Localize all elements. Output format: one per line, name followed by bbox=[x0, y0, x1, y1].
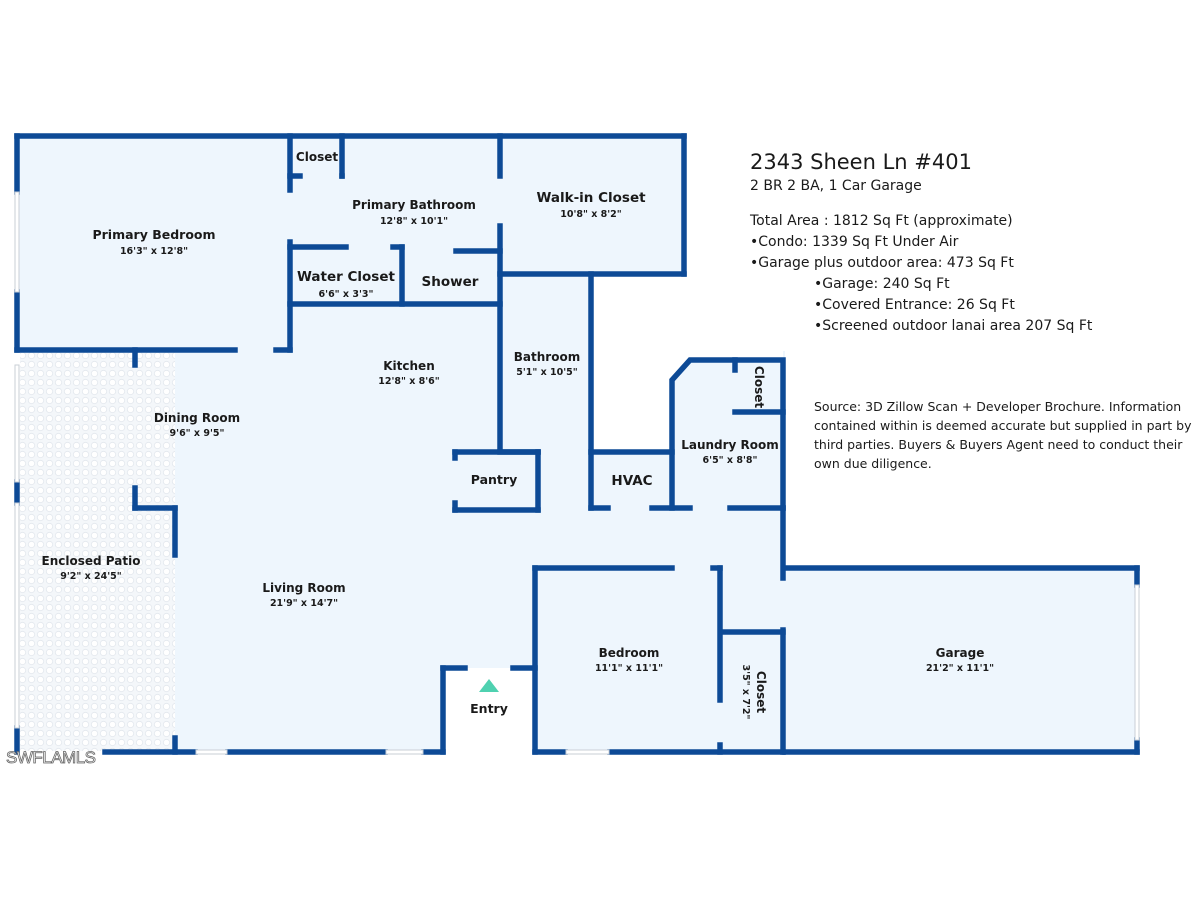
property-address: 2343 Sheen Ln #401 bbox=[750, 150, 972, 174]
room-dining-room: Dining Room 9'6" x 9'5" bbox=[154, 411, 240, 439]
svg-text:3'5" x 7'2": 3'5" x 7'2" bbox=[740, 665, 751, 720]
svg-text:Pantry: Pantry bbox=[471, 472, 517, 487]
svg-text:9'2" x 24'5": 9'2" x 24'5" bbox=[60, 571, 122, 582]
svg-text:Primary Bedroom: Primary Bedroom bbox=[92, 227, 215, 242]
property-summary: 2 BR 2 BA, 1 Car Garage bbox=[750, 178, 922, 194]
svg-text:Enclosed Patio: Enclosed Patio bbox=[42, 554, 141, 568]
room-pantry: Pantry bbox=[471, 472, 517, 487]
svg-text:Dining Room: Dining Room bbox=[154, 411, 240, 425]
svg-text:6'5" x 8'8": 6'5" x 8'8" bbox=[703, 455, 758, 466]
room-bedroom-closet: Closet 3'5" x 7'2" bbox=[740, 665, 768, 720]
room-walkin-closet: Walk-in Closet 10'8" x 8'2" bbox=[536, 190, 646, 220]
windows bbox=[14, 191, 1140, 755]
svg-text:16'3" x 12'8": 16'3" x 12'8" bbox=[120, 246, 188, 257]
room-laundry-room: Laundry Room 6'5" x 8'8" bbox=[681, 438, 779, 466]
room-labels: Primary Bedroom 16'3" x 12'8" Closet Pri… bbox=[42, 150, 995, 719]
watermark-logo: SWFLAMLS bbox=[6, 748, 97, 768]
svg-text:Bathroom: Bathroom bbox=[514, 350, 580, 364]
svg-text:Laundry Room: Laundry Room bbox=[681, 438, 779, 452]
svg-text:12'8" x 8'6": 12'8" x 8'6" bbox=[378, 376, 440, 387]
svg-text:HVAC: HVAC bbox=[611, 473, 652, 489]
condo-area: •Condo: 1339 Sq Ft Under Air bbox=[750, 234, 959, 250]
svg-text:Shower: Shower bbox=[422, 274, 479, 290]
svg-text:9'6" x 9'5": 9'6" x 9'5" bbox=[170, 428, 225, 439]
room-hvac: HVAC bbox=[611, 473, 652, 489]
svg-text:Closet: Closet bbox=[754, 671, 768, 713]
room-garage: Garage 21'2" x 11'1" bbox=[926, 646, 994, 674]
room-closet-top: Closet bbox=[296, 150, 338, 164]
room-enclosed-patio: Enclosed Patio 9'2" x 24'5" bbox=[42, 554, 141, 582]
garage-area: •Garage: 240 Sq Ft bbox=[814, 276, 950, 292]
total-area: Total Area : 1812 Sq Ft (approximate) bbox=[750, 213, 1013, 229]
svg-text:21'9" x 14'7": 21'9" x 14'7" bbox=[270, 598, 338, 609]
patio-tile-area bbox=[20, 351, 175, 751]
room-primary-bathroom: Primary Bathroom 12'8" x 10'1" bbox=[352, 198, 476, 227]
room-bathroom: Bathroom 5'1" x 10'5" bbox=[514, 350, 580, 378]
room-shower: Shower bbox=[422, 274, 479, 290]
svg-text:11'1" x 11'1": 11'1" x 11'1" bbox=[595, 663, 663, 674]
svg-text:Primary Bathroom: Primary Bathroom bbox=[352, 198, 476, 212]
svg-text:5'1" x 10'5": 5'1" x 10'5" bbox=[516, 367, 578, 378]
svg-text:21'2" x 11'1": 21'2" x 11'1" bbox=[926, 663, 994, 674]
lanai-area: •Screened outdoor lanai area 207 Sq Ft bbox=[814, 318, 1093, 334]
svg-text:Kitchen: Kitchen bbox=[383, 359, 435, 373]
covered-entrance-area: •Covered Entrance: 26 Sq Ft bbox=[814, 297, 1015, 313]
property-info: 2343 Sheen Ln #401 2 BR 2 BA, 1 Car Gara… bbox=[750, 148, 1092, 337]
room-water-closet: Water Closet 6'6" x 3'3" bbox=[297, 269, 395, 300]
svg-text:6'6" x 3'3": 6'6" x 3'3" bbox=[319, 289, 374, 300]
svg-text:Entry: Entry bbox=[470, 701, 508, 716]
room-living-room: Living Room 21'9" x 14'7" bbox=[262, 581, 345, 609]
svg-text:Water Closet: Water Closet bbox=[297, 269, 395, 285]
svg-text:Garage: Garage bbox=[936, 646, 985, 660]
floors bbox=[18, 137, 1137, 758]
svg-text:Closet: Closet bbox=[752, 366, 766, 408]
svg-text:12'8" x 10'1": 12'8" x 10'1" bbox=[380, 216, 448, 227]
walls bbox=[14, 133, 1140, 755]
svg-text:Living Room: Living Room bbox=[262, 581, 345, 595]
svg-text:Walk-in Closet: Walk-in Closet bbox=[536, 190, 646, 206]
garage-outdoor-area: •Garage plus outdoor area: 473 Sq Ft bbox=[750, 255, 1014, 271]
room-kitchen: Kitchen 12'8" x 8'6" bbox=[378, 359, 440, 387]
room-primary-bedroom: Primary Bedroom 16'3" x 12'8" bbox=[92, 227, 215, 257]
entry-arrow-icon bbox=[479, 679, 499, 692]
room-bedroom: Bedroom 11'1" x 11'1" bbox=[595, 646, 663, 674]
source-disclaimer: Source: 3D Zillow Scan + Developer Broch… bbox=[814, 399, 1192, 471]
svg-text:Bedroom: Bedroom bbox=[599, 646, 660, 660]
svg-text:Closet: Closet bbox=[296, 150, 338, 164]
svg-text:10'8" x 8'2": 10'8" x 8'2" bbox=[560, 209, 622, 220]
room-laundry-closet: Closet bbox=[752, 366, 766, 408]
room-entry: Entry bbox=[470, 701, 508, 716]
